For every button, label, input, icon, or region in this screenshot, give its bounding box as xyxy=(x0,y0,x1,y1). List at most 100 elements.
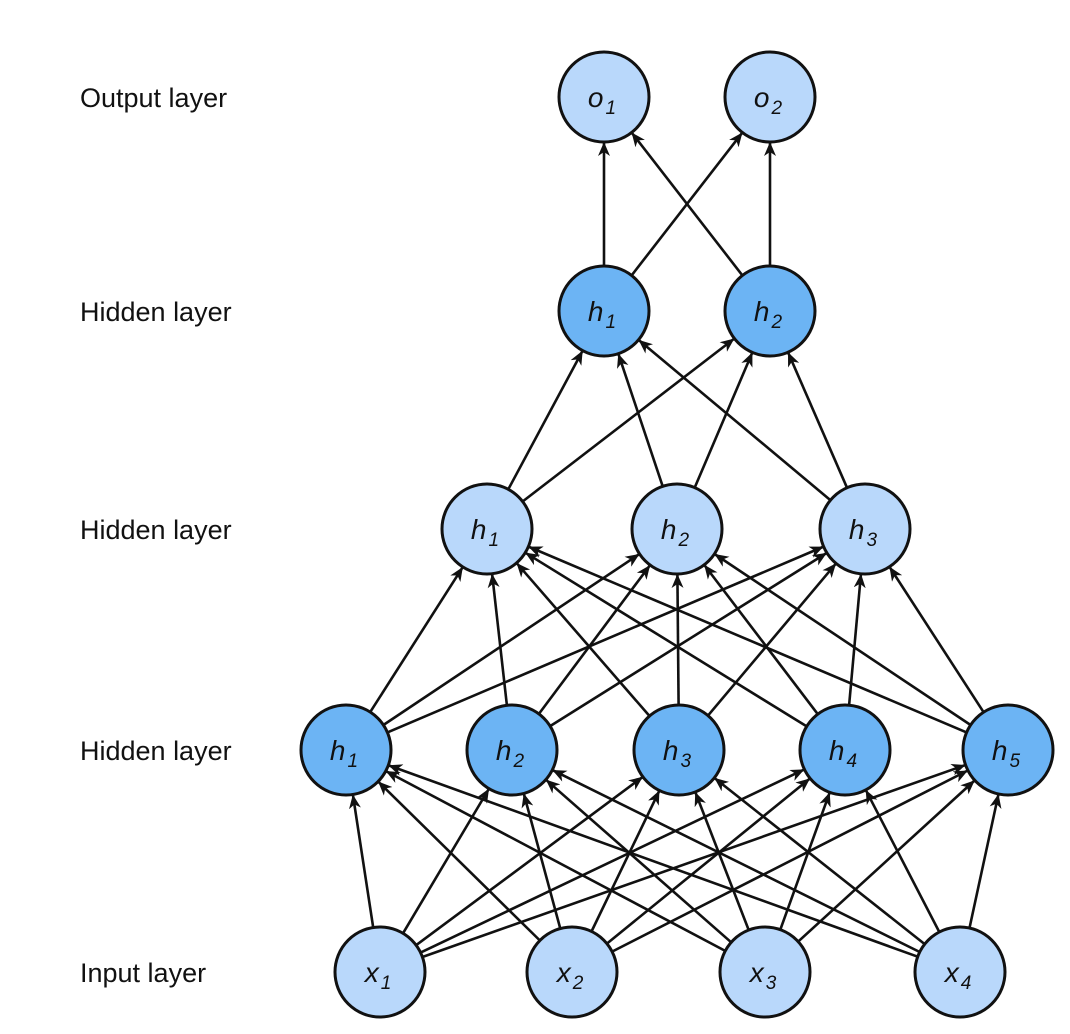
edge-L2n2-to-L1n1 xyxy=(787,352,849,489)
edge-L4n2-to-L3n4 xyxy=(797,780,975,943)
edge-L2n1-to-L1n0 xyxy=(617,353,664,487)
node-subscript: 2 xyxy=(572,973,584,994)
edge-L3n0-to-L2n1 xyxy=(382,553,640,727)
node-circle xyxy=(440,482,534,576)
edge-L3n4-to-L2n2 xyxy=(888,566,985,713)
node-circle xyxy=(961,703,1055,797)
edge-L4n0-to-L3n1 xyxy=(401,788,490,934)
node-subscript: 1 xyxy=(606,98,617,119)
edge-L4n3-to-L3n1 xyxy=(552,769,921,954)
node-variable: h xyxy=(663,735,679,766)
node-circle xyxy=(557,264,651,358)
node-variable: x xyxy=(555,957,572,988)
layer-label-4: Input layer xyxy=(80,958,206,988)
edge-L4n0-to-L3n2 xyxy=(415,776,643,947)
node-subscript: 3 xyxy=(766,973,777,994)
edge-L2n0-to-L1n0 xyxy=(507,350,584,490)
edge-L3n1-to-L2n0 xyxy=(487,573,509,706)
edge-L2n1-to-L1n1 xyxy=(693,352,754,489)
node-variable: x xyxy=(748,957,765,988)
edge-L3n0-to-L2n0 xyxy=(369,566,464,713)
node-circle xyxy=(465,703,559,797)
edge-L4n2-to-L3n3 xyxy=(779,792,831,931)
node-variable: h xyxy=(471,514,487,545)
node-circle xyxy=(798,703,892,797)
node-circle xyxy=(632,703,726,797)
node-subscript: 4 xyxy=(961,973,972,994)
node-circle xyxy=(333,925,427,1019)
edge-L3n2-to-L2n0 xyxy=(516,562,651,717)
edge-L2n2-to-L1n0 xyxy=(638,339,832,502)
layer-label-3: Hidden layer xyxy=(80,736,232,766)
edge-L4n3-to-L3n3 xyxy=(865,789,941,933)
edge-L4n0-to-L3n3 xyxy=(420,768,805,954)
edge-L3n3-to-L2n1 xyxy=(703,564,819,715)
node-variable: h xyxy=(992,735,1008,766)
edge-L3n3-to-L2n0 xyxy=(525,552,808,728)
node-subscript: 2 xyxy=(771,312,783,333)
edge-L3n2-to-L2n1 xyxy=(671,574,684,706)
node-variable: h xyxy=(588,296,604,327)
node-variable: h xyxy=(330,735,346,766)
node-variable: h xyxy=(496,735,512,766)
node-subscript: 3 xyxy=(681,751,692,772)
edge-L4n3-to-L3n2 xyxy=(714,777,926,946)
node-variable: x xyxy=(363,957,380,988)
node-circle xyxy=(723,264,817,358)
edge-L4n2-to-L3n1 xyxy=(545,779,733,944)
edge-L4n2-to-L3n0 xyxy=(385,770,726,953)
edge-L3n4-to-L2n1 xyxy=(714,553,972,727)
node-circle xyxy=(913,925,1007,1019)
node-circle xyxy=(718,925,812,1019)
edge-L3n1-to-L2n2 xyxy=(549,552,827,728)
node-subscript: 3 xyxy=(867,530,878,551)
node-variable: h xyxy=(661,514,677,545)
node-subscript: 4 xyxy=(847,751,858,772)
node-circle xyxy=(630,482,724,576)
edge-L4n3-to-L3n4 xyxy=(968,794,1002,929)
node-subscript: 1 xyxy=(606,312,617,333)
edge-L3n1-to-L2n1 xyxy=(537,565,651,715)
node-circle xyxy=(723,50,817,144)
node-variable: o xyxy=(754,82,770,113)
node-subscript: 1 xyxy=(381,973,392,994)
edge-L3n2-to-L2n2 xyxy=(707,563,837,717)
node-variable: o xyxy=(588,82,604,113)
node-circle xyxy=(299,703,393,797)
node-subscript: 1 xyxy=(348,751,359,772)
edge-L4n1-to-L3n3 xyxy=(606,777,811,945)
edge-L4n1-to-L3n0 xyxy=(377,781,541,942)
node-subscript: 2 xyxy=(771,98,783,119)
edge-L2n0-to-L1n1 xyxy=(521,338,735,503)
edge-L4n3-to-L3n0 xyxy=(388,764,919,958)
node-circle xyxy=(818,482,912,576)
